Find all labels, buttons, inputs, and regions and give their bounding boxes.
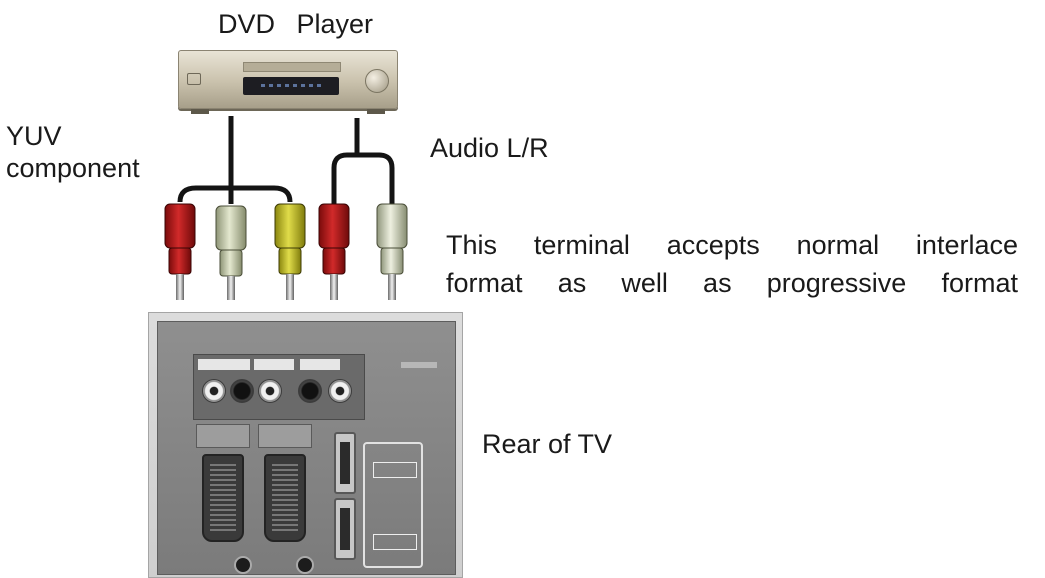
plug-pin	[286, 274, 294, 300]
plug-pin	[176, 274, 184, 300]
scart-label-1	[196, 424, 250, 448]
plug-pin	[330, 274, 338, 300]
component-cable	[180, 116, 290, 204]
plug-pin	[388, 274, 396, 300]
component-pb-jack	[230, 379, 254, 403]
hdmi-2-badge-icon	[373, 534, 417, 550]
hdmi-1-badge-icon	[373, 462, 417, 478]
round-port-2	[296, 556, 314, 574]
scart-label-2	[258, 424, 312, 448]
audio-cable-split	[334, 155, 392, 204]
component-tag	[198, 359, 250, 370]
plug-pin	[227, 276, 235, 300]
audio-tag	[300, 359, 340, 370]
audio-l-jack	[328, 379, 352, 403]
red-plug	[165, 204, 195, 300]
green-plug	[216, 206, 246, 300]
audio-cable	[334, 118, 392, 204]
component-y-jack	[202, 379, 226, 403]
hdmi-port-1	[334, 432, 356, 494]
component-cable-split	[180, 188, 290, 202]
scart-port-1	[202, 454, 244, 542]
hdmi-port-2	[334, 498, 356, 560]
video-tag	[254, 359, 294, 370]
white-plug	[377, 204, 407, 300]
yellow-plug	[275, 204, 305, 300]
hdmi-frame	[363, 442, 423, 568]
panel-model-tag	[401, 362, 437, 368]
component-pr-jack	[258, 379, 282, 403]
tv-rear-panel-image	[148, 312, 463, 578]
tv-connector-bay	[157, 321, 456, 575]
round-port-1	[234, 556, 252, 574]
audio-r-jack	[298, 379, 322, 403]
scart-port-2	[264, 454, 306, 542]
component-audio-port-strip	[193, 354, 365, 420]
red-plug	[319, 204, 349, 300]
